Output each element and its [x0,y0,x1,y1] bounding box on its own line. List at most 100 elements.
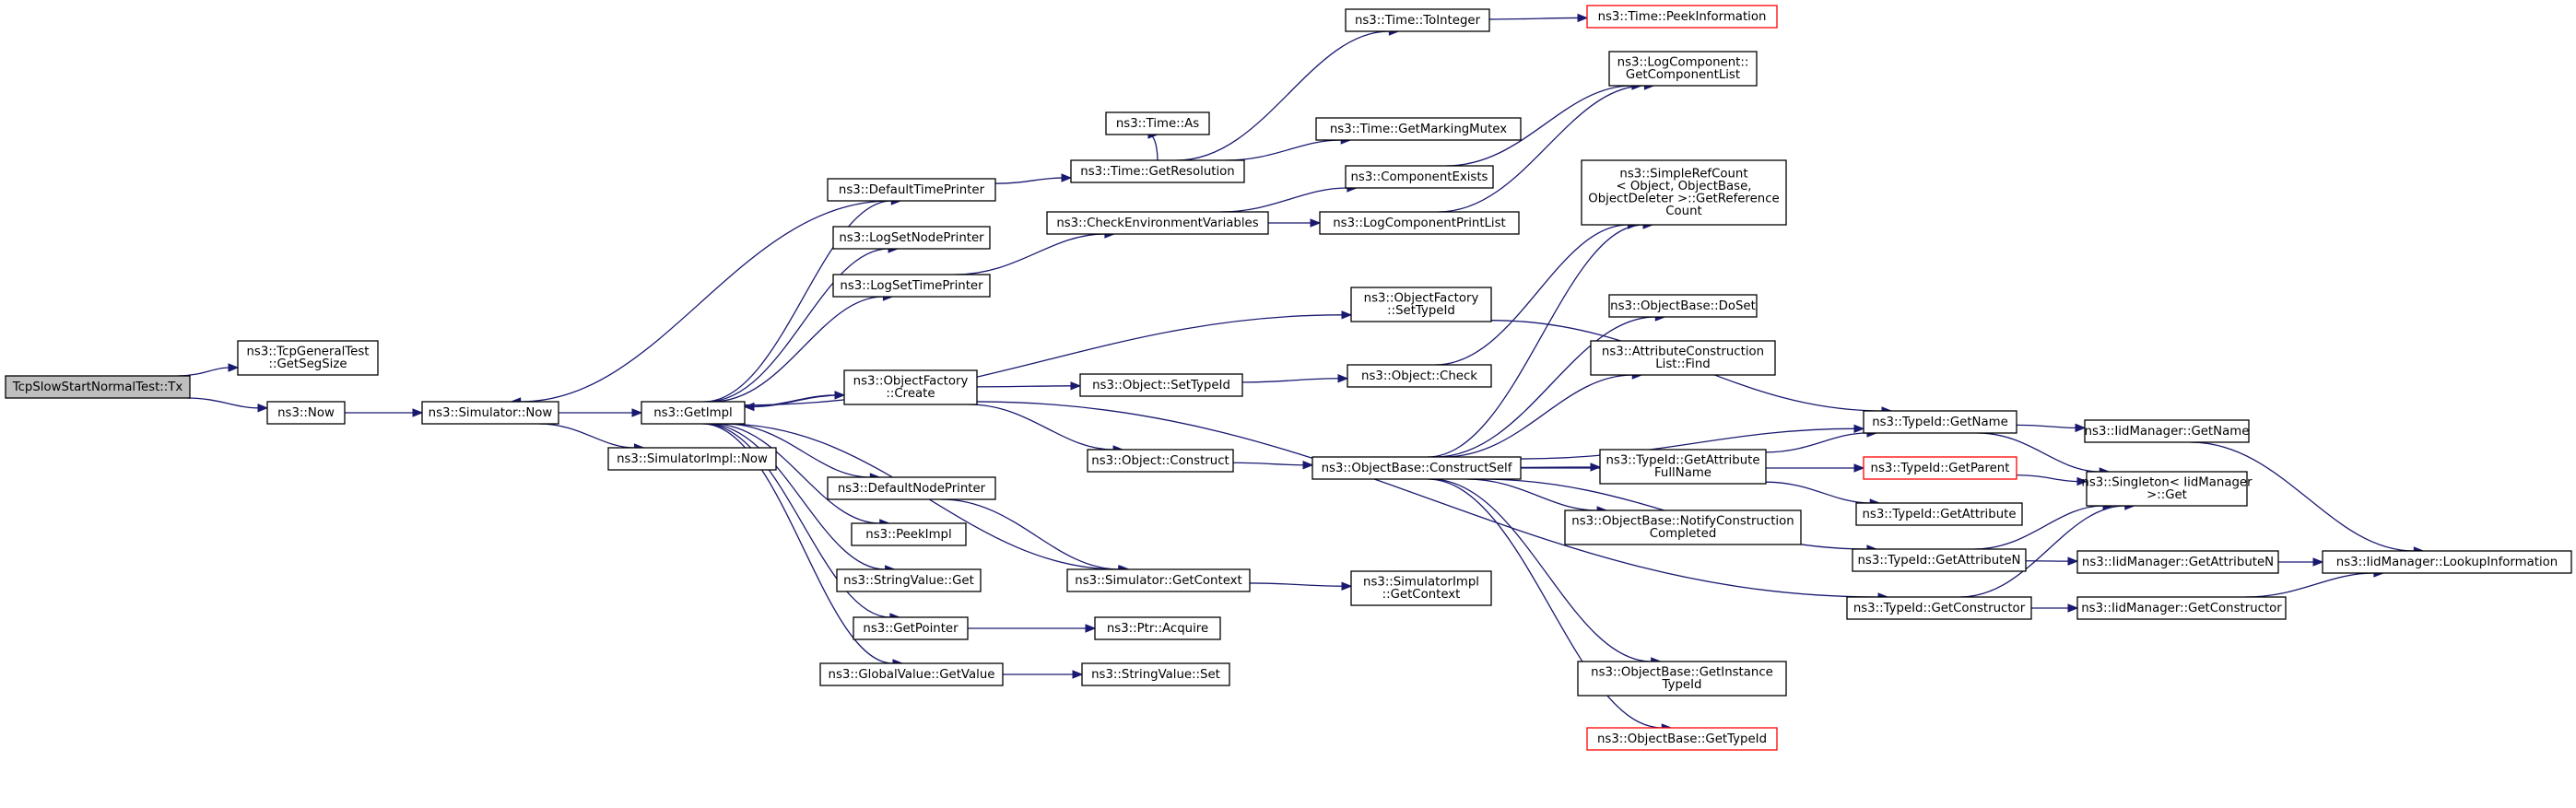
edge-typeid_getattributefullname-to-typeid_getname [1765,428,1878,453]
node-singleton_get[interactable]: ns3::Singleton< IidManager>::Get [2081,471,2253,507]
arrowhead [1310,218,1322,228]
node-box [819,662,1004,686]
node-time_getresolution[interactable]: ns3::Time::GetResolution [1070,159,1245,183]
node-label-line: ns3::TypeId::GetParent [1871,462,2010,475]
edge-objfactory_create-to-getimpl [743,394,845,412]
node-object_settypeid[interactable]: ns3::Object::SetTypeId [1079,373,1243,397]
node-label-line: ns3::Simulator::Now [429,406,553,420]
node-object_construct[interactable]: ns3::Object::Construct [1087,449,1234,473]
edge-layer [177,13,2425,732]
edge-line [976,385,1072,388]
node-time_tointeger[interactable]: ns3::Time::ToInteger [1345,8,1490,32]
node-objbase_gettypeid[interactable]: ns3::ObjectBase::GetTypeId [1586,727,1778,751]
node-logcomponent_getlist[interactable]: ns3::LogComponent::GetComponentList [1608,51,1758,87]
node-typeid_getattributen[interactable]: ns3::TypeId::GetAttributeN [1852,548,2027,572]
edge-line [976,401,1879,598]
edge-line [969,404,1114,451]
edge-root-to-now [186,397,269,413]
node-logsetnodeprinter[interactable]: ns3::LogSetNodePrinter [832,226,991,250]
node-stringvalue_get[interactable]: ns3::StringValue::Get [836,568,982,592]
node-globalvalue_getvalue[interactable]: ns3::GlobalValue::GetValue [819,662,1004,686]
node-object_check[interactable]: ns3::Object::Check [1347,364,1492,388]
node-getsegsize[interactable]: ns3::TcpGeneralTest::GetSegSize [237,340,379,376]
node-now[interactable]: ns3::Now [266,401,346,425]
edge-defnodeprinter-to-sim_getcontext [941,498,1131,574]
node-getpointer[interactable]: ns3::GetPointer [853,616,969,640]
node-label-line: ns3::DefaultNodePrinter [838,482,986,496]
node-label-line: ns3::Simulator::GetContext [1075,574,1241,588]
edge-time_getresolution-to-time_as [1147,130,1159,161]
node-label-line: ns3::Ptr::Acquire [1107,622,1208,636]
node-label-line: ns3::TypeId::GetAttributeN [1858,554,2021,568]
arrowhead [2075,423,2087,433]
node-objfactory_settypeid[interactable]: ns3::ObjectFactory::SetTypeId [1350,287,1492,322]
edge-line [1765,432,1867,453]
node-simplerefcount[interactable]: ns3::SimpleRefCount< Object, ObjectBase,… [1581,159,1787,226]
node-time_getmarkingmutex[interactable]: ns3::Time::GetMarkingMutex [1315,117,1522,141]
edge-line [712,296,884,403]
node-label-line: ns3::Object::Construct [1091,454,1229,468]
node-box [1070,159,1245,183]
node-checkenvvars[interactable]: ns3::CheckEnvironmentVariables [1046,211,1269,235]
node-iidmanager_getattributen[interactable]: ns3::IidManager::GetAttributeN [2076,550,2279,574]
node-box [1608,294,1758,318]
node-box [2076,550,2279,574]
node-time_peekinformation[interactable]: ns3::Time::PeekInformation [1586,5,1778,29]
node-label-line: ns3::AttributeConstruction [1602,345,1764,359]
node-peekimpl[interactable]: ns3::PeekImpl [851,522,967,546]
arrowhead [1853,424,1865,434]
node-logsettimeprinter[interactable]: ns3::LogSetTimePrinter [832,274,991,298]
node-label-line: ::SetTypeId [1387,304,1455,318]
edge-line [955,233,1105,275]
edge-line [707,423,886,570]
node-typeid_getname[interactable]: ns3::TypeId::GetName [1863,410,2017,434]
node-iidmanager_getname[interactable]: ns3::IidManager::GetName [2084,419,2250,443]
node-typeid_getattribute[interactable]: ns3::TypeId::GetAttribute [1855,502,2023,526]
node-label-line: ns3::SimulatorImpl [1363,576,1479,590]
node-label-line: ns3::DefaultTimePrinter [839,183,985,197]
node-deftimeprinter[interactable]: ns3::DefaultTimePrinter [827,178,996,202]
node-box [827,476,996,500]
node-box [641,401,746,425]
node-box [2084,419,2250,443]
edge-line [1220,187,1347,213]
arrowhead [1085,624,1097,633]
node-root[interactable]: TcpSlowStartNormalTest::Tx [5,375,191,399]
arrowhead [743,402,755,412]
node-box [5,375,191,399]
node-getimpl[interactable]: ns3::GetImpl [641,401,746,425]
node-objbase_constructself[interactable]: ns3::ObjectBase::ConstructSelf [1312,456,1522,480]
node-label-line: List::Find [1655,357,1710,371]
node-label-line: ns3::IidManager::LookupInformation [2336,556,2558,569]
node-objfactory_create[interactable]: ns3::ObjectFactory::Create [843,369,978,405]
edge-object_construct-to-objbase_constructself [1232,461,1314,470]
node-label-line: ns3::LogComponent:: [1617,56,1749,70]
node-iidmanager_lookupinformation[interactable]: ns3::IidManager::LookupInformation [2322,550,2572,574]
arrowhead [2312,557,2324,567]
edge-line [520,200,891,403]
node-iidmanager_getconstructor[interactable]: ns3::IidManager::GetConstructor [2076,596,2287,620]
node-objbase_doset[interactable]: ns3::ObjectBase::DoSet [1608,294,1758,318]
node-componentexists[interactable]: ns3::ComponentExists [1345,165,1494,189]
node-stringvalue_set[interactable]: ns3::StringValue::Set [1081,662,1230,686]
node-defnodeprinter[interactable]: ns3::DefaultNodePrinter [827,476,996,500]
node-sim_now[interactable]: ns3::Simulator::Now [421,401,559,425]
node-ptr_acquire[interactable]: ns3::Ptr::Acquire [1094,616,1221,640]
node-typeid_getconstructor[interactable]: ns3::TypeId::GetConstructor [1846,596,2032,620]
node-box [1846,596,2032,620]
edge-getimpl-to-objfactory_settypeid [744,310,1353,406]
node-simimpl_now[interactable]: ns3::SimulatorImpl::Now [607,447,777,471]
node-simimpl_getcontext[interactable]: ns3::SimulatorImpl::GetContext [1350,570,1492,606]
node-time_as[interactable]: ns3::Time::As [1105,111,1210,135]
node-typeid_getparent[interactable]: ns3::TypeId::GetParent [1863,456,2017,480]
edge-line [2016,474,2078,483]
edge-line [994,177,1063,184]
node-logcomponentprintlist[interactable]: ns3::LogComponentPrintList [1319,211,1520,235]
node-objbase_notifyconstruction[interactable]: ns3::ObjectBase::NotifyConstructionCompl… [1564,509,1802,545]
arrowhead [2067,603,2079,613]
node-layer: TcpSlowStartNormalTest::Tx ns3::TcpGenera… [5,5,2572,751]
node-sim_getcontext[interactable]: ns3::Simulator::GetContext [1066,568,1251,592]
